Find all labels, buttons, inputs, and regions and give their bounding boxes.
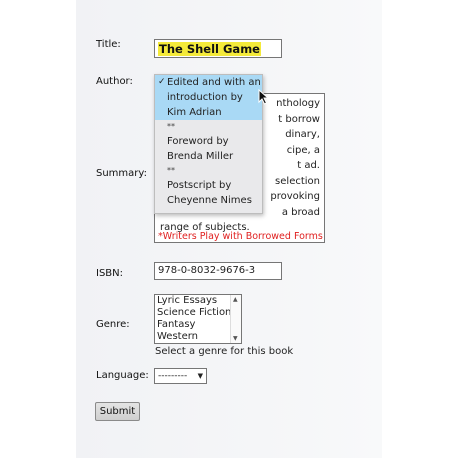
language-select[interactable]: --------- ▼ [154,368,207,384]
arrow-cursor-icon [258,89,270,105]
author-option-line: introduction by [167,92,243,103]
summary-line: t ad. [297,160,320,171]
summary-line: cipe, a [286,144,320,156]
submit-button[interactable]: Submit [95,402,140,421]
genre-option[interactable]: Lyric Essays [157,295,218,306]
summary-line: nthology [276,98,320,109]
author-dropdown-menu[interactable]: ✓ Edited and with an introduction by Kim… [154,74,263,214]
summary-line: a broad [281,206,320,218]
summary-note: *Writers Play with Borrowed Forms [158,231,323,242]
genre-listbox[interactable]: Lyric Essays Science Fiction Fantasy Wes… [154,294,242,344]
summary-line: dinary, [285,129,320,140]
author-option-postscript[interactable]: Postscript by Cheyenne Nimes [155,178,262,208]
genre-option[interactable]: Fantasy [157,319,196,330]
isbn-label: ISBN: [96,268,124,279]
title-value: The Shell Game [158,42,261,56]
summary-line: range of subjects. [160,222,250,233]
summary-line: t borrow [278,113,320,125]
genre-option[interactable]: Science Fiction [157,307,231,318]
genre-option[interactable]: Western [157,331,199,342]
author-option-line: Postscript by [167,180,232,191]
author-option-line: Kim Adrian [167,107,222,118]
title-label: Title: [96,39,121,50]
isbn-input[interactable]: 978-0-8032-9676-3 [154,262,282,280]
author-option-foreword[interactable]: Foreword by Brenda Miller [155,134,262,164]
scroll-down-icon[interactable]: ▼ [233,335,238,342]
summary-text: nthology t borrow dinary, cipe, a t ad. … [160,96,320,236]
chevron-down-icon: ▼ [197,372,203,380]
author-option-line: Brenda Miller [167,151,234,162]
author-option-line: Cheyenne Nimes [167,195,252,206]
author-option-separator[interactable]: ** [167,122,175,131]
genre-scrollbar[interactable]: ▲ ▼ [230,295,241,343]
author-option-separator[interactable]: ** [167,166,175,175]
genre-label: Genre: [96,319,130,330]
author-option-editor[interactable]: ✓ Edited and with an introduction by Kim… [155,75,262,120]
author-label: Author: [96,76,133,87]
summary-line: provoking [270,191,320,202]
genre-help-text: Select a genre for this book [155,346,294,357]
language-label: Language: [96,370,149,381]
summary-label: Summary: [96,168,147,179]
language-value: --------- [158,371,188,381]
scroll-up-icon[interactable]: ▲ [233,296,238,303]
author-option-line: Edited and with an [167,77,261,88]
title-input[interactable]: The Shell Game [154,39,282,58]
checkmark-icon: ✓ [158,77,166,87]
author-option-line: Foreword by [167,136,229,147]
summary-line: selection [275,175,320,187]
